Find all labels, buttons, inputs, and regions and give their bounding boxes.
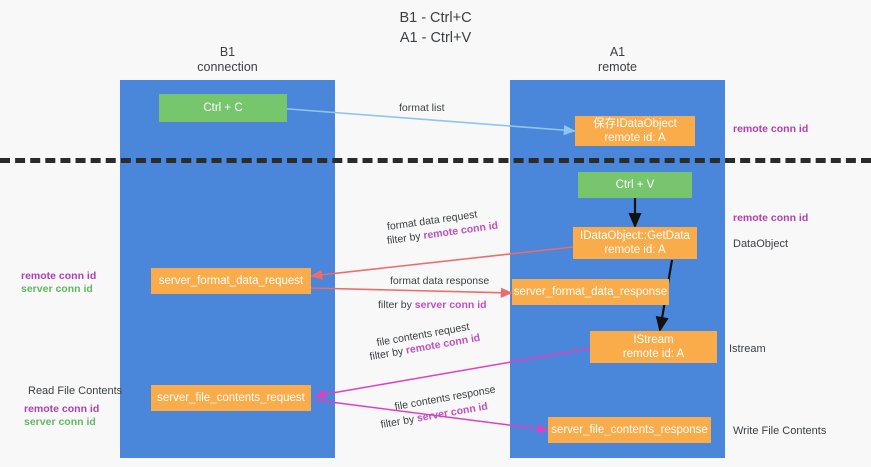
- node-getdata-label: IDataObject::GetData: [580, 230, 690, 242]
- node-istream-sublabel: remote id: A: [622, 348, 685, 360]
- annotation-left-server-conn-id-2: server conn id: [24, 416, 96, 428]
- annotation-write-file-contents: Write File Contents: [733, 425, 827, 437]
- annotation-istream: Istream: [729, 343, 766, 355]
- node-server-format-data-request-label: server_format_data_request: [158, 275, 304, 287]
- annotation-remote-conn-id-mid: remote conn id: [733, 212, 809, 224]
- node-server-file-contents-request-label: server_file_contents_request: [157, 392, 305, 404]
- filter-prefix: filter by: [386, 230, 425, 248]
- filter-prefix: filter by: [368, 344, 408, 364]
- node-ctrl-c-label: Ctrl + C: [203, 102, 243, 114]
- filter-key-server-conn-id: server conn id: [414, 299, 487, 311]
- column-header-b1: B1 connection: [197, 45, 258, 74]
- node-data-object[interactable]: 保存IDataObject remote id: A: [575, 116, 695, 146]
- edge-label-format-data-response: format data response: [390, 275, 490, 287]
- edge-label-format-data-response-filter: filter by server conn id: [378, 298, 487, 312]
- node-ctrl-v[interactable]: Ctrl + V: [578, 172, 692, 198]
- node-ctrl-v-label: Ctrl + V: [615, 179, 655, 191]
- node-idataobject-getdata[interactable]: IDataObject::GetData remote id: A: [573, 227, 697, 259]
- node-server-file-contents-request[interactable]: server_file_contents_request: [151, 385, 311, 411]
- filter-prefix: filter by: [378, 299, 415, 311]
- node-server-file-contents-response[interactable]: server_file_contents_response: [548, 417, 711, 443]
- annotation-left-remote-conn-id-2: remote conn id: [24, 403, 100, 415]
- annotation-data-object: DataObject: [733, 238, 789, 250]
- annotation-read-file-contents: Read File Contents: [28, 385, 123, 397]
- diagram-title: B1 - Ctrl+C A1 - Ctrl+V: [399, 10, 472, 46]
- annotation-remote-conn-id-top: remote conn id: [733, 123, 809, 135]
- node-server-format-data-response[interactable]: server_format_data_response: [512, 279, 669, 305]
- section-divider: [0, 158, 871, 163]
- node-istream[interactable]: IStream remote id: A: [590, 331, 717, 363]
- node-server-format-data-response-label: server_format_data_response: [513, 286, 668, 298]
- node-ctrl-c[interactable]: Ctrl + C: [159, 94, 287, 122]
- node-data-object-sublabel: remote id: A: [604, 132, 666, 144]
- edge-label-format-list: format list: [399, 102, 445, 114]
- node-istream-label: IStream: [633, 334, 674, 346]
- node-getdata-sublabel: remote id: A: [604, 244, 666, 256]
- node-server-format-data-request[interactable]: server_format_data_request: [151, 268, 311, 294]
- node-data-object-label: 保存IDataObject: [593, 118, 677, 130]
- filter-prefix: filter by: [379, 412, 419, 432]
- annotation-left-server-conn-id: server conn id: [21, 283, 93, 295]
- column-header-a1: A1 remote: [598, 45, 637, 74]
- node-server-file-contents-response-label: server_file_contents_response: [551, 424, 708, 436]
- annotation-left-remote-conn-id: remote conn id: [21, 270, 97, 282]
